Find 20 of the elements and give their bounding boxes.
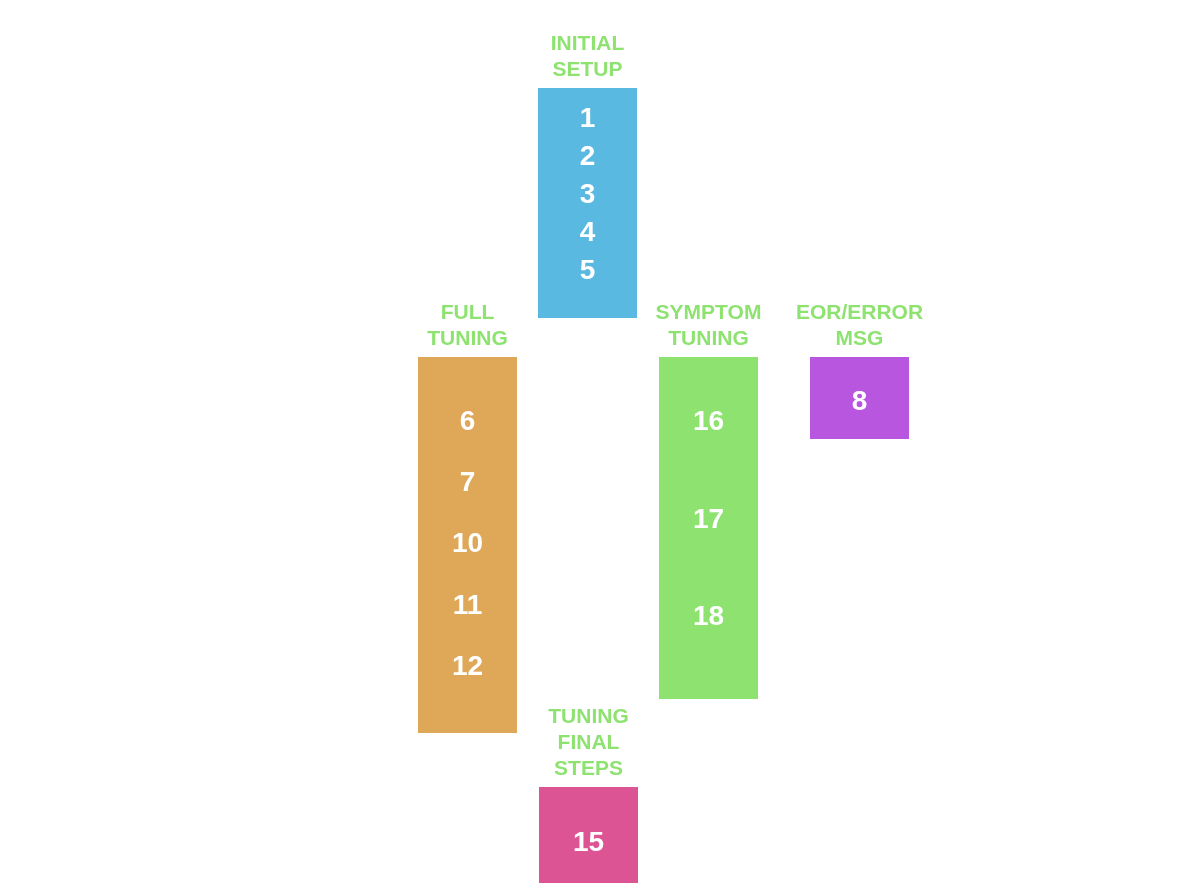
step-number: 8 bbox=[850, 385, 869, 417]
section-heading: FULL TUNING bbox=[426, 299, 509, 351]
step-number: 11 bbox=[451, 588, 484, 621]
step-number: 12 bbox=[450, 649, 485, 682]
step-number: 18 bbox=[691, 600, 726, 632]
step-number: 5 bbox=[578, 254, 597, 286]
step-number: 17 bbox=[691, 502, 726, 535]
step-number: 3 bbox=[578, 178, 597, 210]
step-number: 16 bbox=[691, 405, 726, 437]
step-number: 4 bbox=[578, 216, 597, 248]
section-heading: EOR/ERROR MSG bbox=[794, 299, 925, 351]
section-heading: TUNING FINAL STEPS bbox=[547, 703, 630, 781]
section-heading: SYMPTOM TUNING bbox=[654, 299, 763, 351]
section-heading: INITIAL SETUP bbox=[549, 30, 626, 82]
step-number: 6 bbox=[458, 405, 477, 437]
step-number: 2 bbox=[578, 140, 597, 172]
step-number: 10 bbox=[450, 527, 485, 560]
step-number: 15 bbox=[571, 826, 606, 858]
step-number: 1 bbox=[578, 102, 597, 134]
step-number: 7 bbox=[458, 466, 477, 499]
